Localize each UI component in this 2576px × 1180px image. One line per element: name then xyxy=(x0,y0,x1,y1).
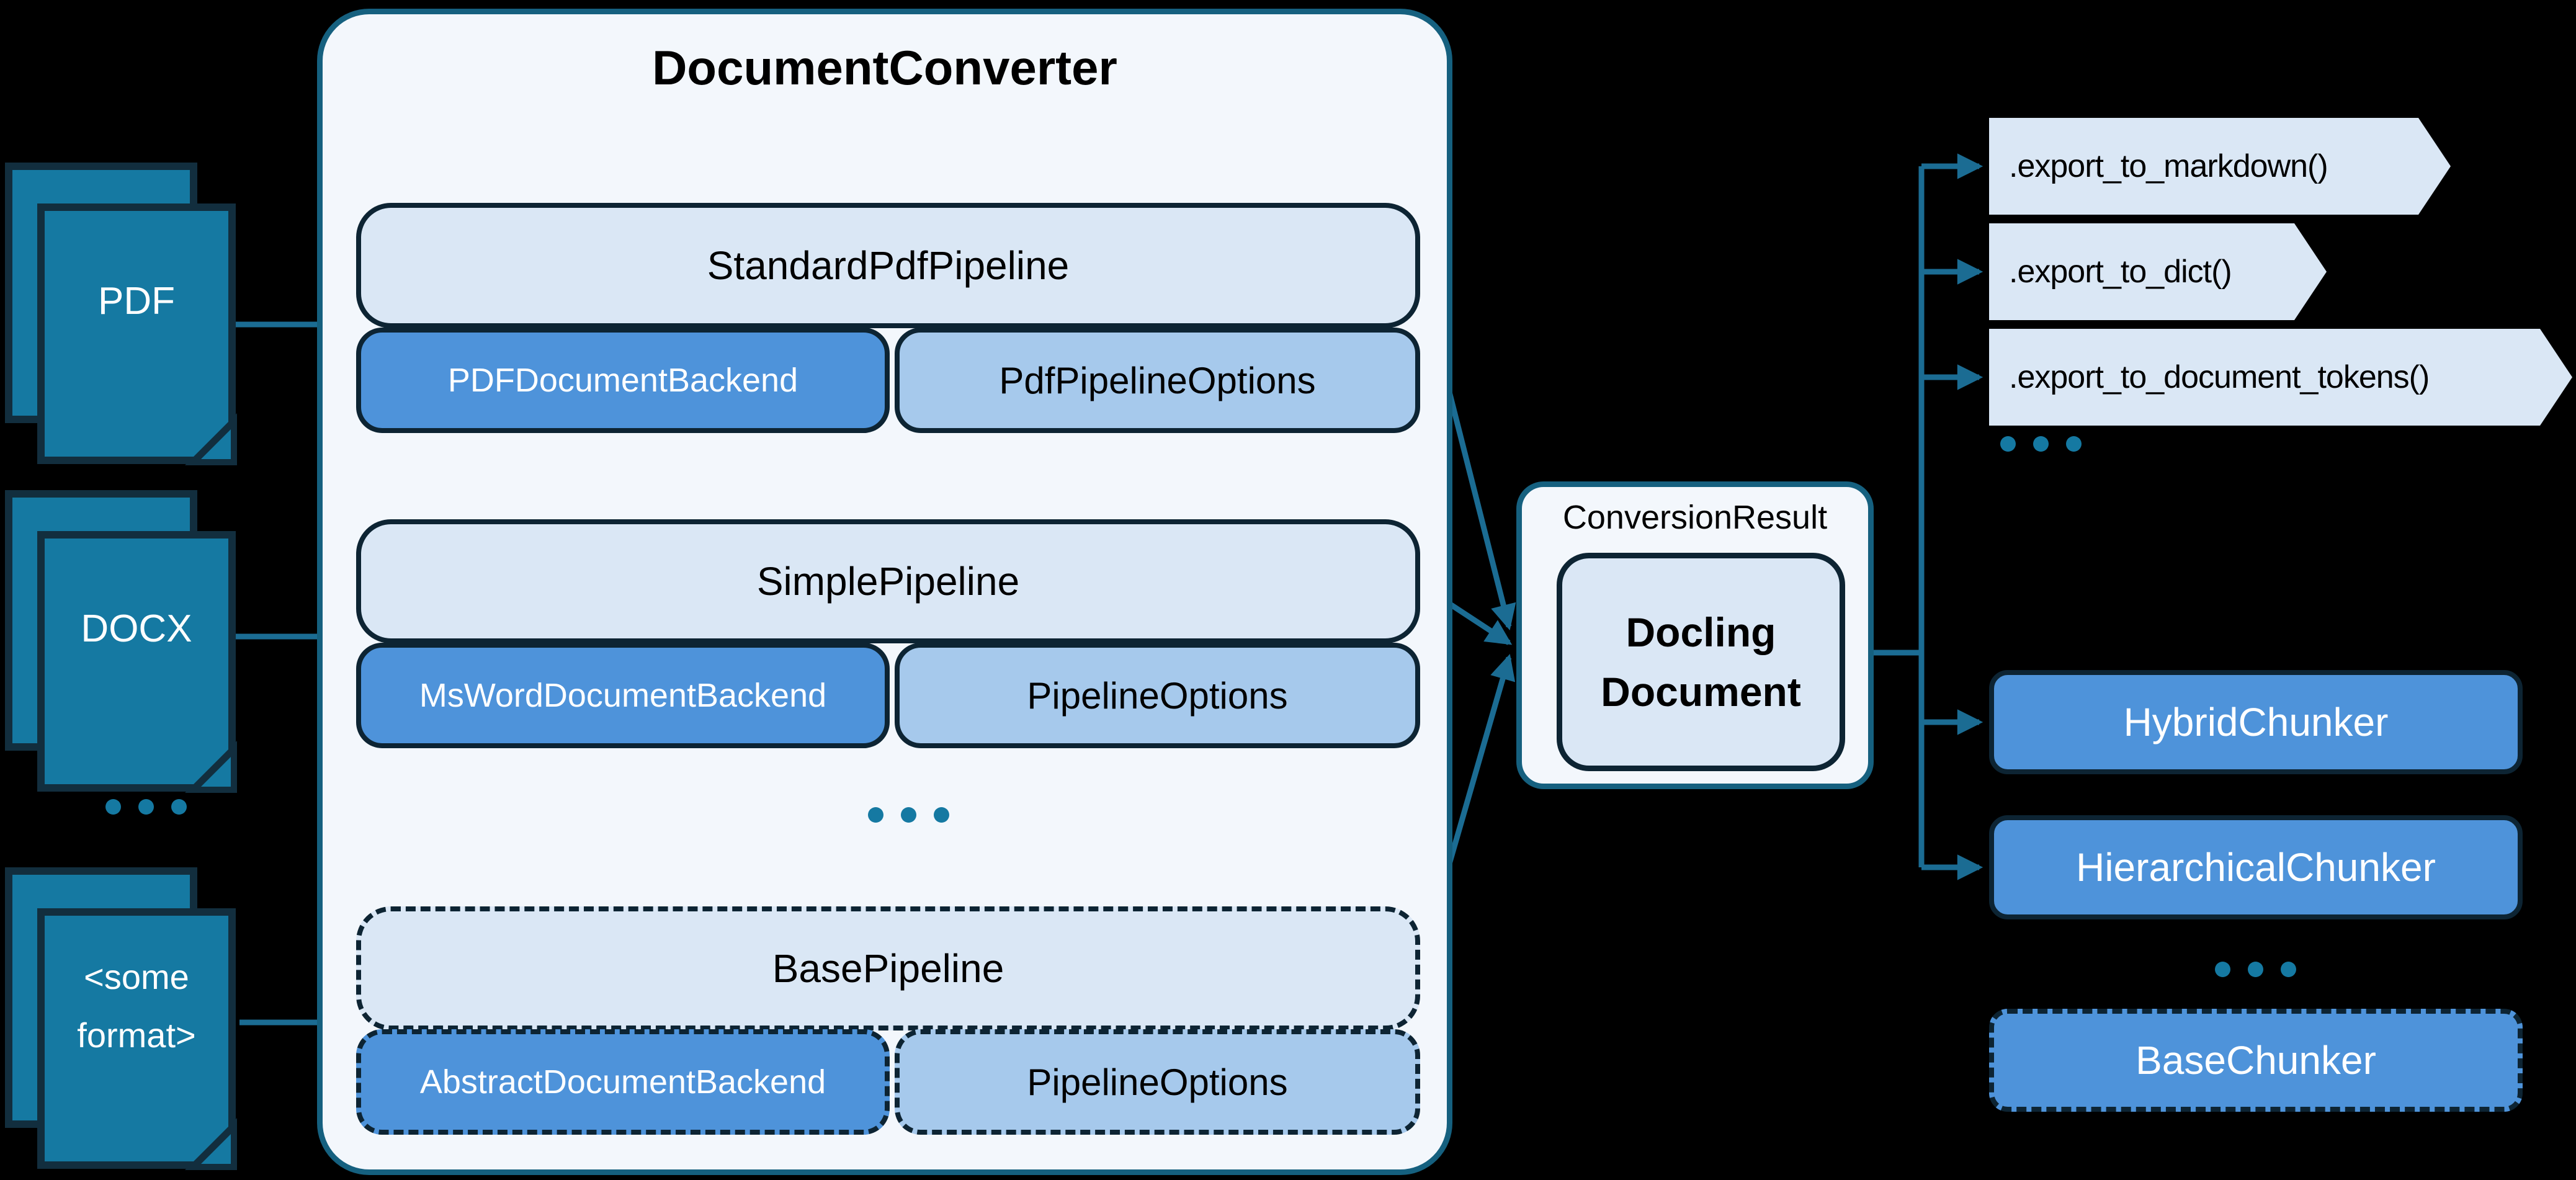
docling-document-box: Docling Document xyxy=(1557,553,1845,771)
document-front-sheet xyxy=(37,908,236,1169)
base-chunker-box: BaseChunker xyxy=(1989,1009,2523,1112)
docling-document-line2: Document xyxy=(1601,669,1801,715)
export-to-dict-chevron: .export_to_dict() xyxy=(1989,223,2327,320)
pdf-document-backend-box: PDFDocumentBackend xyxy=(356,328,890,433)
some-format-file-icon: <some format> xyxy=(5,867,237,1170)
simple-pipeline-box: SimplePipeline xyxy=(356,519,1420,643)
input-ellipsis: ... xyxy=(105,799,187,815)
pdf-label: PDF xyxy=(98,280,175,323)
pipeline-ellipsis: ... xyxy=(868,807,949,823)
abstract-document-backend-box: AbstractDocumentBackend xyxy=(356,1029,890,1135)
export-to-document-tokens-chevron: .export_to_document_tokens() xyxy=(1989,329,2572,426)
base-pipeline-box: BasePipeline xyxy=(356,906,1420,1030)
pdf-pipeline-options-box: PdfPipelineOptions xyxy=(895,328,1420,433)
document-converter-title: DocumentConverter xyxy=(652,40,1117,95)
hybrid-chunker-box: HybridChunker xyxy=(1989,670,2523,774)
msword-document-backend-box: MsWordDocumentBackend xyxy=(356,643,890,748)
conversion-result-label: ConversionResult xyxy=(1562,499,1828,536)
document-front-sheet xyxy=(37,531,236,792)
chunker-ellipsis: ... xyxy=(2215,962,2296,977)
base-pipeline-options-box: PipelineOptions xyxy=(895,1029,1420,1135)
conversion-result-panel: ConversionResult Docling Document xyxy=(1516,481,1874,789)
hierarchical-chunker-box: HierarchicalChunker xyxy=(1989,815,2523,919)
docx-label: DOCX xyxy=(81,607,192,650)
standard-pdf-pipeline-box: StandardPdfPipeline xyxy=(356,203,1420,328)
document-front-sheet xyxy=(37,203,236,464)
export-to-markdown-chevron: .export_to_markdown() xyxy=(1989,118,2451,215)
pipeline-options-box: PipelineOptions xyxy=(895,643,1420,748)
some-format-label: <some format> xyxy=(77,957,196,1055)
docx-file-icon: DOCX xyxy=(5,490,237,793)
export-ellipsis: ... xyxy=(2000,436,2082,452)
docling-document-line1: Docling xyxy=(1626,609,1776,655)
document-converter-panel: DocumentConverter StandardPdfPipeline PD… xyxy=(317,9,1452,1175)
pdf-file-icon: PDF xyxy=(5,163,237,465)
